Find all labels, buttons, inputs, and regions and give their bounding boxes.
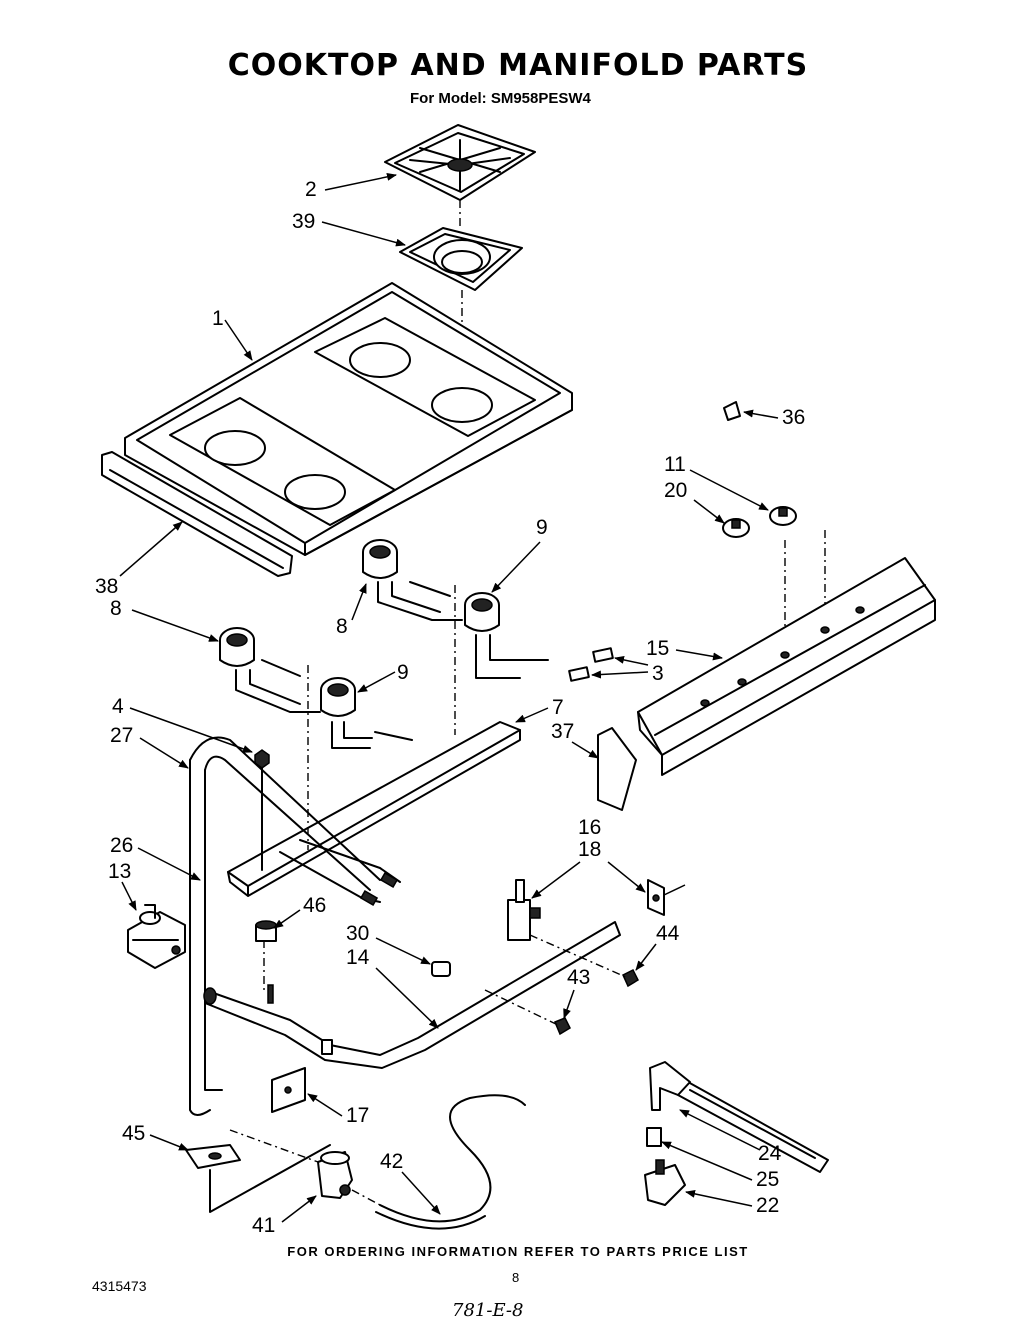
knob-clip — [723, 401, 741, 421]
ordering-info-footer: FOR ORDERING INFORMATION REFER TO PARTS … — [287, 1244, 749, 1259]
spacer — [255, 920, 277, 942]
callout-27: 27 — [110, 724, 133, 747]
callout-1: 1 — [212, 307, 224, 330]
nut — [254, 749, 270, 871]
callout-38: 38 — [95, 575, 118, 598]
burner-grate — [384, 124, 536, 201]
callout-11: 11 — [664, 453, 686, 476]
orifice-hoods — [568, 647, 614, 682]
callout-14: 14 — [346, 946, 370, 969]
callout-25: 25 — [756, 1168, 779, 1191]
callout-44: 44 — [656, 922, 680, 945]
callout-37: 37 — [551, 720, 574, 743]
page-title: COOKTOP AND MANIFOLD PARTS — [227, 48, 809, 83]
flexible-hose — [375, 1094, 526, 1230]
document-number: 4315473 — [92, 1278, 147, 1294]
valve-bracket — [647, 879, 686, 916]
callout-17: 17 — [346, 1104, 369, 1127]
burner-valve — [507, 879, 541, 941]
orifice-fitting — [431, 961, 451, 977]
lower-regulator — [229, 1129, 381, 1206]
callout-36: 36 — [782, 406, 805, 429]
callout-24: 24 — [758, 1142, 782, 1165]
burner-support-bracket — [227, 721, 521, 897]
page-number: 8 — [512, 1270, 520, 1285]
callout-3: 3 — [652, 662, 664, 685]
callouts: 2 39 1 36 11 20 9 38 8 8 15 3 9 4 7 37 2… — [95, 172, 805, 1237]
callout-7: 7 — [552, 696, 564, 719]
front-trim-strip — [101, 451, 293, 577]
callout-42: 42 — [380, 1150, 403, 1173]
oven-burner-assembly — [644, 1061, 829, 1206]
handwritten-note: 781-E-8 — [452, 1300, 524, 1321]
gas-tubing — [189, 736, 401, 1116]
callout-16: 16 — [578, 816, 601, 839]
control-manifold-panel — [637, 557, 936, 776]
callout-15: 15 — [646, 637, 669, 660]
left-burner-assembly — [219, 627, 413, 749]
callout-8: 8 — [110, 597, 122, 620]
control-knobs — [722, 506, 797, 538]
mounting-bracket — [271, 1067, 306, 1113]
callout-26: 26 — [110, 834, 133, 857]
right-burner-assembly — [362, 539, 549, 679]
callout-22: 22 — [756, 1194, 779, 1217]
pressure-regulator — [127, 904, 186, 969]
callout-9: 9 — [536, 516, 548, 539]
regulator-bracket — [185, 1144, 331, 1213]
callout-45: 45 — [122, 1122, 145, 1145]
callout-2: 2 — [305, 178, 317, 201]
callout-20: 20 — [664, 479, 687, 502]
callout-46: 46 — [303, 894, 326, 917]
burner-bowl — [399, 227, 523, 291]
side-bracket — [597, 727, 637, 811]
callout-41: 41 — [252, 1214, 275, 1237]
callout-9: 9 — [397, 661, 409, 684]
callout-39: 39 — [292, 210, 315, 233]
callout-4: 4 — [112, 695, 124, 718]
manifold-pipe — [203, 921, 621, 1069]
cooktop-panel — [124, 282, 573, 556]
screws — [484, 934, 639, 1036]
callout-18: 18 — [578, 838, 601, 861]
callout-30: 30 — [346, 922, 369, 945]
model-subtitle: For Model: SM958PESW4 — [410, 90, 591, 107]
callout-8: 8 — [336, 615, 348, 638]
callout-13: 13 — [108, 860, 131, 883]
callout-43: 43 — [567, 966, 590, 989]
